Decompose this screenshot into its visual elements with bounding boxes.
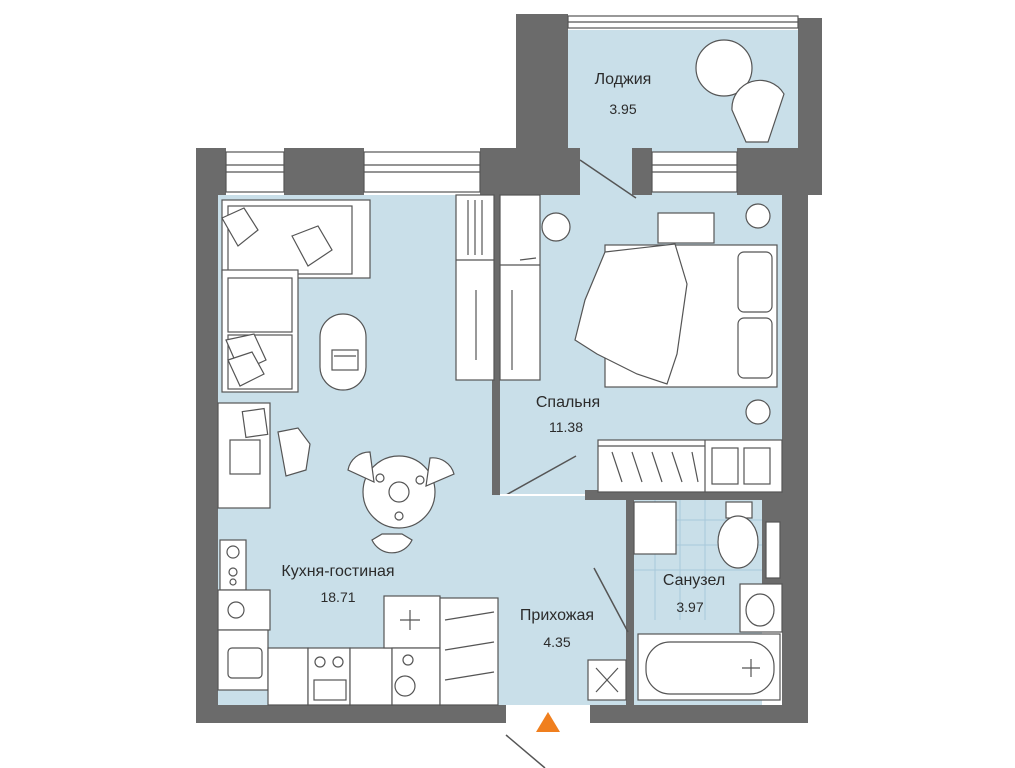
wall-loggia-left xyxy=(516,14,568,195)
room-name-kitchen-living: Кухня-гостиная xyxy=(281,563,395,580)
coffee-table xyxy=(319,313,367,391)
doors xyxy=(500,159,637,768)
room-name-bedroom: Спальня xyxy=(535,394,601,411)
door-bedroom xyxy=(505,455,577,496)
wall-right xyxy=(782,148,808,723)
wall-top-kitchen xyxy=(196,148,226,195)
room-name-hallway: Прихожая xyxy=(519,607,595,624)
sofa xyxy=(221,199,371,393)
walls xyxy=(196,14,822,723)
room-area-hallway: 4.35 xyxy=(543,634,571,650)
room-area-kitchen-living: 18.71 xyxy=(320,589,356,605)
wall-top-bedroom-right xyxy=(737,148,822,195)
wall-left xyxy=(196,148,218,723)
door-loggia xyxy=(579,159,637,199)
wardrobe-hallway xyxy=(439,597,499,706)
wall-bedroom-bathroom xyxy=(585,490,782,500)
wall-bottom-left xyxy=(196,705,506,723)
wall-bathroom-left xyxy=(626,495,634,635)
wardrobe-bedroom-bottom xyxy=(597,439,783,493)
door-bathroom xyxy=(593,567,629,633)
wardrobe-kitchen xyxy=(455,194,495,381)
room-area-bathroom: 3.97 xyxy=(676,599,704,615)
desk xyxy=(217,402,311,509)
room-name-bathroom: Санузел xyxy=(662,572,726,589)
bed xyxy=(541,203,778,425)
room-area-loggia: 3.95 xyxy=(609,101,637,117)
triangle-up-icon xyxy=(536,712,560,732)
wall-bottom-right xyxy=(590,705,808,723)
room-area-bedroom: 11.38 xyxy=(549,419,583,435)
door-entrance xyxy=(505,734,546,768)
dining-table xyxy=(347,451,455,554)
kitchen-unit xyxy=(217,539,441,706)
room-name-loggia: Лоджия xyxy=(594,71,652,88)
hallway-box xyxy=(587,659,627,701)
loggia-furniture xyxy=(695,39,785,143)
wall-bathroom-left-low xyxy=(626,630,634,705)
wall-interior-kitchen-bedroom xyxy=(492,195,500,495)
wall-top-kitchen-mid xyxy=(284,148,364,195)
bathroom-fixtures xyxy=(633,501,783,701)
wardrobe-bedroom xyxy=(499,194,541,381)
windows xyxy=(225,15,799,193)
wall-top-bedroom xyxy=(632,148,652,195)
